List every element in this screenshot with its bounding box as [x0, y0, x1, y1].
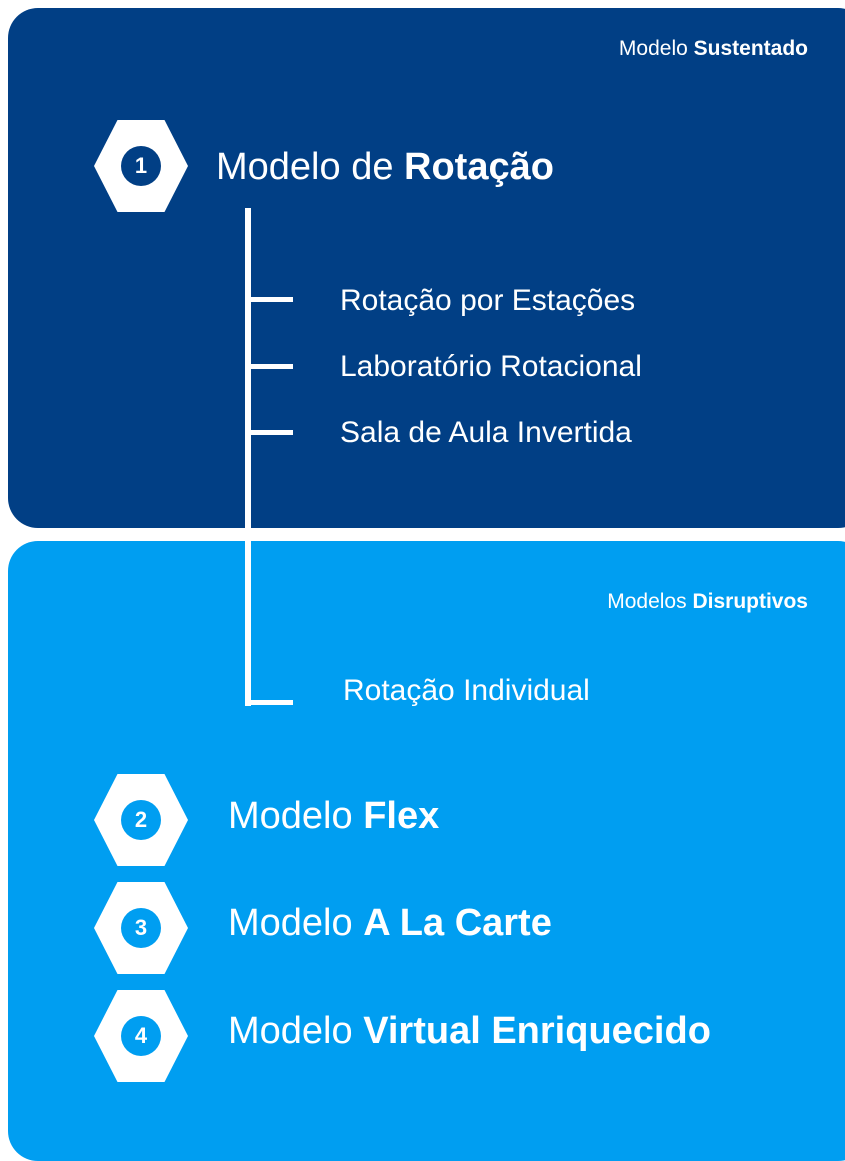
sustained-label-bold: Sustentado	[693, 37, 808, 60]
disruptive-label-bold: Disruptivos	[692, 590, 808, 613]
model-prefix: Modelo de	[216, 146, 394, 188]
number-badge-3: 3	[121, 908, 161, 948]
model-title-a-la-carte: Modelo A La Carte	[228, 902, 552, 945]
tree-branch-2	[245, 364, 293, 369]
model-prefix: Modelo	[228, 795, 353, 837]
sustained-section-label: Modelo Sustentado	[619, 37, 808, 61]
submodel-flipped-classroom: Sala de Aula Invertida	[340, 416, 632, 449]
tree-branch-3	[245, 430, 293, 435]
model-prefix: Modelo	[228, 902, 353, 944]
tree-vertical-line	[245, 208, 251, 706]
submodel-lab-rotation: Laboratório Rotacional	[340, 350, 642, 383]
number-badge-4: 4	[121, 1016, 161, 1056]
disruptive-label-regular: Modelos	[607, 590, 687, 613]
sustained-model-panel	[8, 8, 845, 528]
model-title-flex: Modelo Flex	[228, 795, 439, 838]
submodel-station-rotation: Rotação por Estações	[340, 284, 636, 317]
submodel-individual-rotation: Rotação Individual	[343, 674, 590, 707]
model-name: Virtual Enriquecido	[363, 1010, 711, 1052]
model-title-enriched-virtual: Modelo Virtual Enriquecido	[228, 1010, 711, 1053]
model-name: Rotação	[404, 146, 554, 188]
tree-branch-1	[245, 297, 293, 302]
model-prefix: Modelo	[228, 1010, 353, 1052]
tree-branch-4	[245, 700, 293, 705]
number-badge-2: 2	[121, 800, 161, 840]
model-name: A La Carte	[363, 902, 552, 944]
model-title-rotation: Modelo de Rotação	[216, 146, 554, 189]
disruptive-section-label: Modelos Disruptivos	[607, 590, 808, 614]
number-badge-1: 1	[121, 146, 161, 186]
sustained-label-regular: Modelo	[618, 37, 688, 60]
model-name: Flex	[363, 795, 440, 837]
